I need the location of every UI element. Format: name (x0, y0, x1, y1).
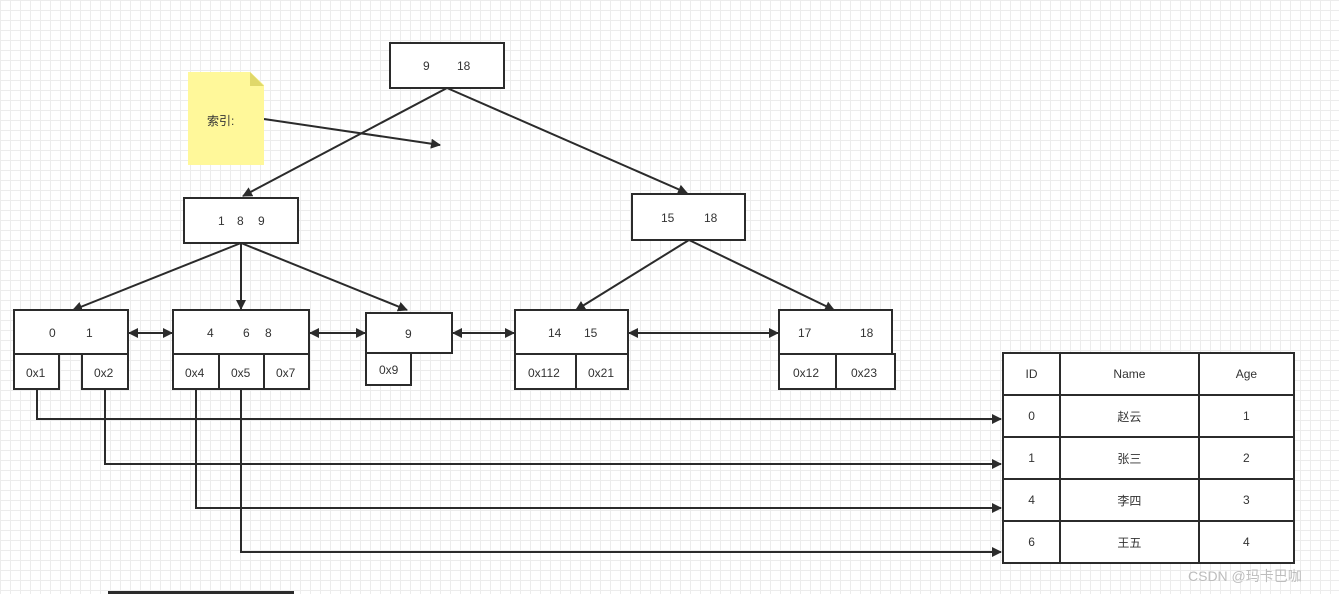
leaf5-ptr-1: 0x12 (793, 366, 820, 380)
edge-ir-leaf5 (688, 239, 835, 311)
leaf3-key-1: 9 (405, 327, 412, 341)
cell-id: 0 (1001, 394, 1062, 438)
watermark-text: CSDN @玛卡巴咖 (1188, 568, 1302, 584)
leaf4-key-1: 14 (548, 326, 562, 340)
inner-node-right[interactable]: 15 18 (631, 193, 746, 241)
edge-il-leaf3 (240, 242, 408, 312)
data-table[interactable]: ID Name Age 0 赵云 1 1 张三 2 4 李四 3 6 王五 4 (1001, 352, 1296, 564)
root-key-1: 9 (423, 59, 430, 73)
sticky-note-text: 索引: (207, 114, 235, 128)
leaf2-ptr-3: 0x7 (276, 366, 296, 380)
table-row[interactable]: 6 王五 4 (1001, 520, 1296, 564)
leaf2-key-3: 8 (265, 326, 272, 340)
leaf1-ptr-2: 0x2 (94, 366, 114, 380)
inner-left-key-2: 8 (237, 214, 244, 228)
ptr-0x2-row (104, 389, 1002, 469)
root-key-2: 18 (457, 59, 471, 73)
cell-name: 赵云 (1059, 394, 1200, 438)
inner-right-key-2: 18 (704, 211, 718, 225)
cell-id: 1 (1001, 436, 1062, 480)
inner-right-key-1: 15 (661, 211, 675, 225)
bottom-divider (108, 591, 294, 594)
cell-name: 张三 (1059, 436, 1200, 480)
leaf5-ptr-cell-1[interactable]: 0x12 (778, 353, 837, 390)
cell-id: 4 (1001, 478, 1062, 522)
sticky-note[interactable] (188, 72, 264, 165)
ptr-0x5-row (240, 389, 1002, 557)
leaf-node-1[interactable]: 0 1 (13, 309, 129, 355)
leaf-node-4[interactable]: 14 15 (514, 309, 629, 355)
leaf2-key-2: 6 (243, 326, 250, 340)
leaf4-ptr-cell-2[interactable]: 0x21 (575, 353, 629, 390)
leaf1-ptr-cell-2[interactable]: 0x2 (81, 353, 129, 390)
inner-node-left[interactable]: 1 8 9 (183, 197, 299, 244)
leaf2-ptr-cell-1[interactable]: 0x4 (172, 353, 220, 390)
leaf4-key-2: 15 (584, 326, 598, 340)
leaf3-ptr-cell-1[interactable]: 0x9 (365, 352, 412, 386)
leaf-node-3[interactable]: 9 (365, 312, 453, 354)
ptr-0x4-row (195, 389, 1002, 513)
col-header-id: ID (1001, 352, 1062, 396)
leaf1-key-2: 1 (86, 326, 93, 340)
cell-id: 6 (1001, 520, 1062, 564)
leaf1-ptr-1: 0x1 (26, 366, 46, 380)
edge-il-leaf1 (72, 242, 242, 312)
leaf4-ptr-cell-1[interactable]: 0x112 (514, 353, 577, 390)
leaf2-ptr-1: 0x4 (185, 366, 205, 380)
table-row[interactable]: 4 李四 3 (1001, 478, 1296, 522)
leaf5-key-1: 17 (798, 326, 812, 340)
cell-age: 2 (1197, 436, 1296, 480)
col-header-age: Age (1197, 352, 1296, 396)
cell-age: 3 (1197, 478, 1296, 522)
inner-left-key-3: 9 (258, 214, 265, 228)
inner-left-key-1: 1 (218, 214, 225, 228)
edge-root-right (446, 87, 688, 194)
leaf-node-5[interactable]: 17 18 (778, 309, 893, 355)
leaf2-ptr-cell-3[interactable]: 0x7 (263, 353, 310, 390)
table-row[interactable]: 0 赵云 1 (1001, 394, 1296, 438)
ptr-0x1-row (36, 389, 1002, 424)
leaf-node-2[interactable]: 4 6 8 (172, 309, 310, 355)
edge-ir-leaf4 (575, 239, 690, 311)
cell-name: 王五 (1059, 520, 1200, 564)
leaf4-ptr-1: 0x112 (528, 366, 560, 380)
leaf2-ptr-cell-2[interactable]: 0x5 (218, 353, 265, 390)
col-header-name: Name (1059, 352, 1200, 396)
table-row[interactable]: 1 张三 2 (1001, 436, 1296, 480)
root-node[interactable]: 9 18 (389, 42, 505, 89)
leaf1-key-1: 0 (49, 326, 56, 340)
leaf5-ptr-cell-2[interactable]: 0x23 (835, 353, 896, 390)
leaf2-key-1: 4 (207, 326, 214, 340)
edge-root-left (242, 87, 448, 197)
cell-age: 4 (1197, 520, 1296, 564)
cell-age: 1 (1197, 394, 1296, 438)
leaf2-ptr-2: 0x5 (231, 366, 251, 380)
leaf1-ptr-cell-1[interactable]: 0x1 (13, 353, 60, 390)
edge-note (263, 118, 441, 149)
leaf3-ptr-1: 0x9 (379, 363, 399, 377)
leaf5-key-2: 18 (860, 326, 874, 340)
leaf4-ptr-2: 0x21 (588, 366, 615, 380)
table-header-row: ID Name Age (1001, 352, 1296, 396)
cell-name: 李四 (1059, 478, 1200, 522)
leaf5-ptr-2: 0x23 (851, 366, 878, 380)
